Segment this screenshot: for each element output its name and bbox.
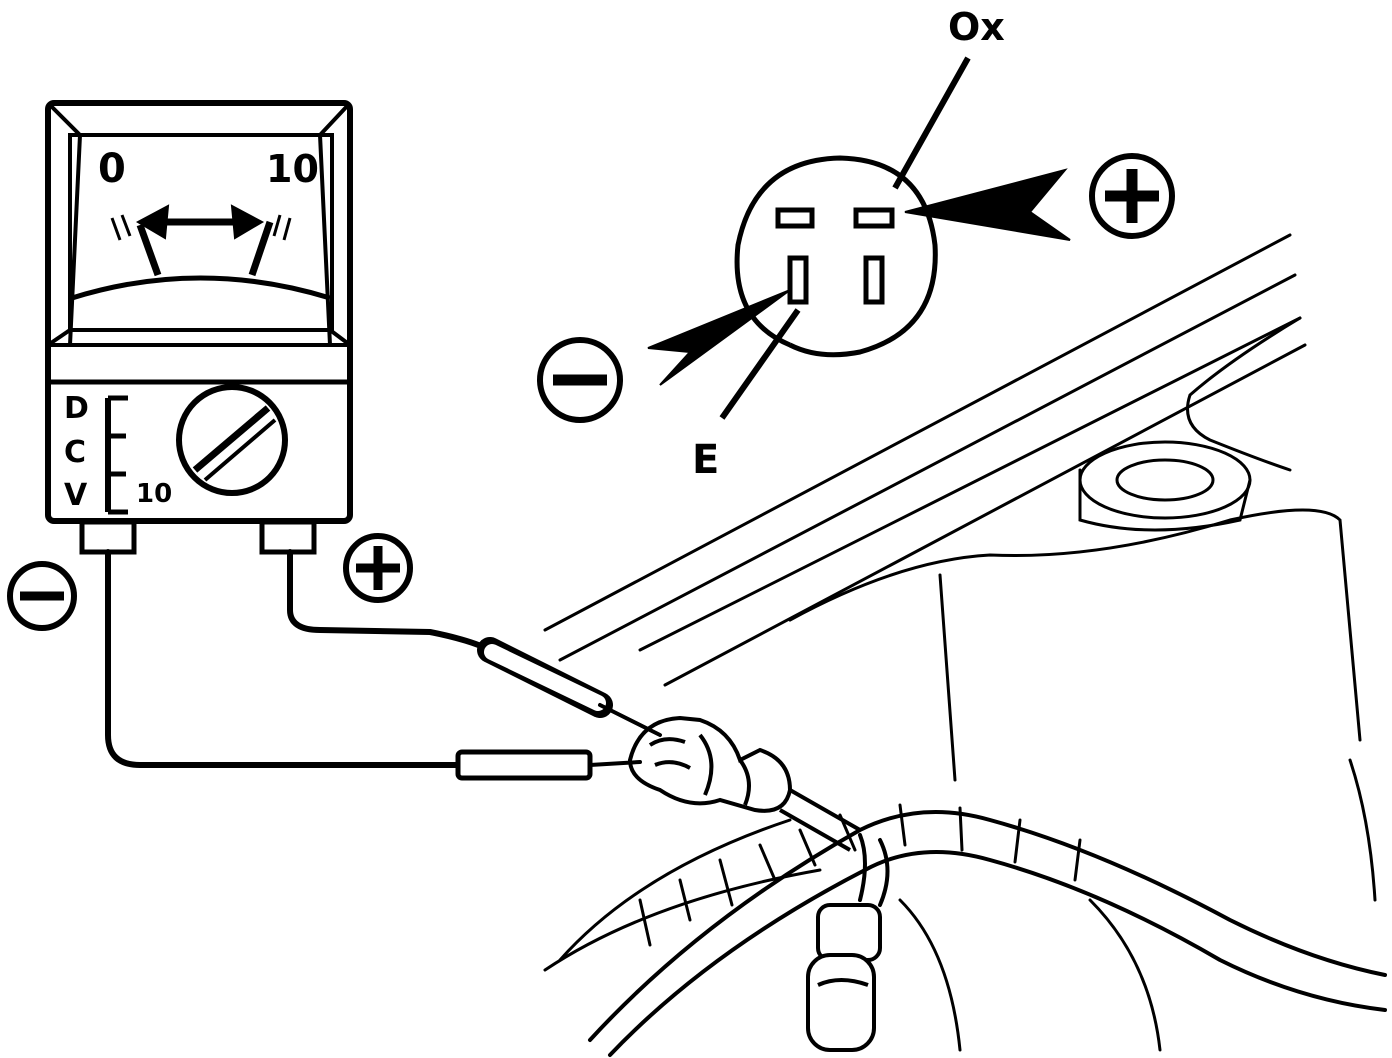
range-letter-c: C xyxy=(64,435,86,470)
scale-max-label: 10 xyxy=(266,147,319,191)
positive-symbol-connector xyxy=(1089,153,1175,239)
vehicle-body xyxy=(543,233,1377,1052)
positive-symbol-meter xyxy=(343,533,413,603)
sensor-connector xyxy=(627,715,861,852)
negative-test-lead xyxy=(105,549,642,781)
terminal-ox-label: Ox xyxy=(948,5,1005,49)
negative-symbol-meter xyxy=(7,561,77,631)
range-letter-d: D xyxy=(64,391,89,426)
range-value-label: 10 xyxy=(136,479,172,509)
connector-face-closeup xyxy=(647,56,1071,420)
range-letter-v: V xyxy=(64,478,88,513)
wiring-harness xyxy=(588,803,1387,1057)
negative-symbol-connector xyxy=(537,337,623,423)
scale-min-label: 0 xyxy=(98,146,126,192)
voltmeter xyxy=(45,100,353,555)
spare-connector-plug xyxy=(806,903,882,1052)
terminal-e-label: E xyxy=(692,437,719,483)
positive-test-lead xyxy=(287,549,662,737)
